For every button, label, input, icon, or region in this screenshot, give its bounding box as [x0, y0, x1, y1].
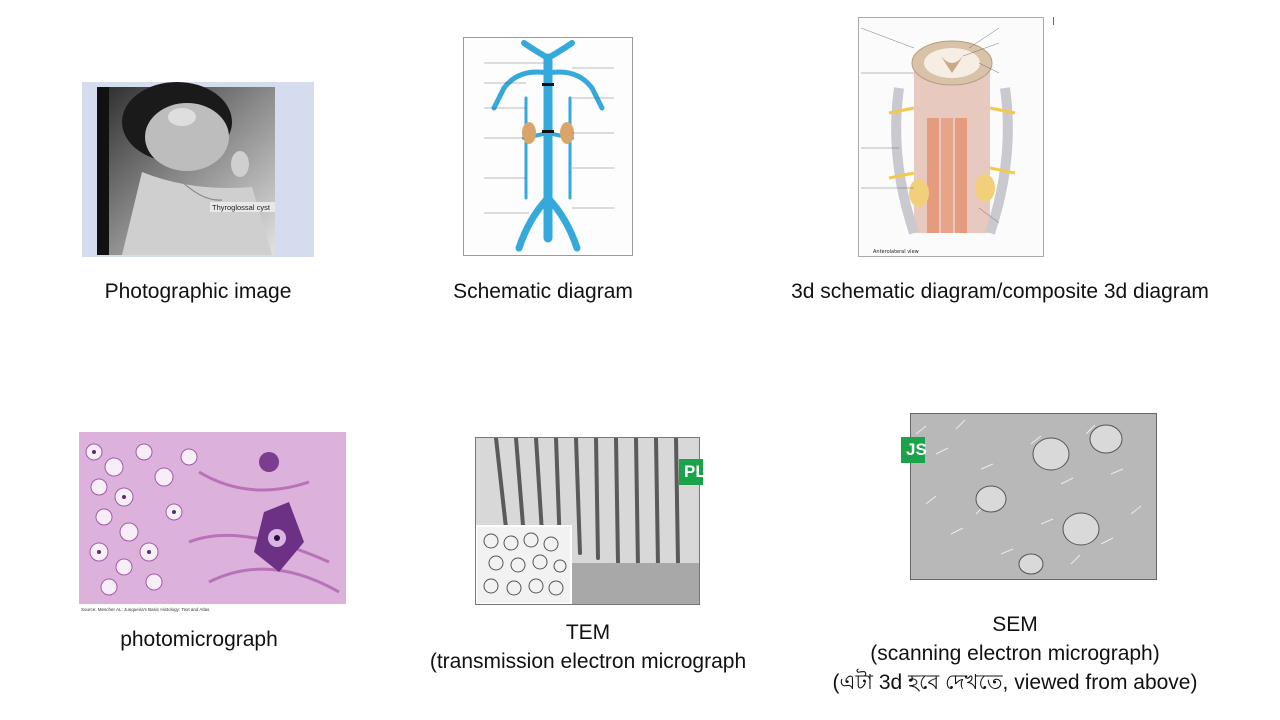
caption-3d-schematic-diagram: 3d schematic diagram/composite 3d diagra…	[791, 280, 1209, 303]
tiny-mark	[1053, 17, 1054, 25]
caption-photomicrograph: photomicrograph	[120, 628, 278, 651]
photographic-image: Thyroglossal cyst	[82, 82, 314, 257]
caption-sem-title: SEM	[992, 613, 1038, 636]
thyroglossal-cyst-label: Thyroglossal cyst	[212, 203, 271, 212]
venous-system-diagram	[484, 40, 614, 252]
caption-schematic-diagram: Schematic diagram	[453, 280, 633, 303]
sem-badge: JS	[901, 437, 927, 463]
spinal-cord-3d-diagram: Anterolateral view	[858, 17, 1044, 257]
tem-image	[475, 437, 700, 605]
spinal-cord-illustration: Anterolateral view	[859, 27, 1043, 256]
schematic-diagram	[463, 37, 633, 256]
sem-micrograph	[911, 414, 1156, 579]
caption-sem-note: (এটা 3d হবে দেখতে, viewed from above)	[832, 671, 1198, 694]
tem-badge: PL	[679, 459, 706, 485]
histology-section: Source: Mescher AL: Junqueira's Basic Hi…	[79, 432, 346, 612]
caption-tem-subtitle: (transmission electron micrograph	[429, 650, 747, 673]
caption-tem-title: TEM	[565, 621, 611, 644]
caption-sem-subtitle: (scanning electron micrograph)	[870, 642, 1160, 665]
child-neck-photo: Thyroglossal cyst	[97, 82, 275, 255]
anterolateral-view-label: Anterolateral view	[873, 249, 919, 255]
photomicrograph-image: Source: Mescher AL: Junqueira's Basic Hi…	[79, 432, 346, 612]
photomicrograph-credit: Source: Mescher AL: Junqueira's Basic Hi…	[81, 607, 210, 612]
caption-photographic-image: Photographic image	[104, 280, 292, 303]
tem-micrograph	[476, 438, 699, 604]
sem-image	[910, 413, 1157, 580]
